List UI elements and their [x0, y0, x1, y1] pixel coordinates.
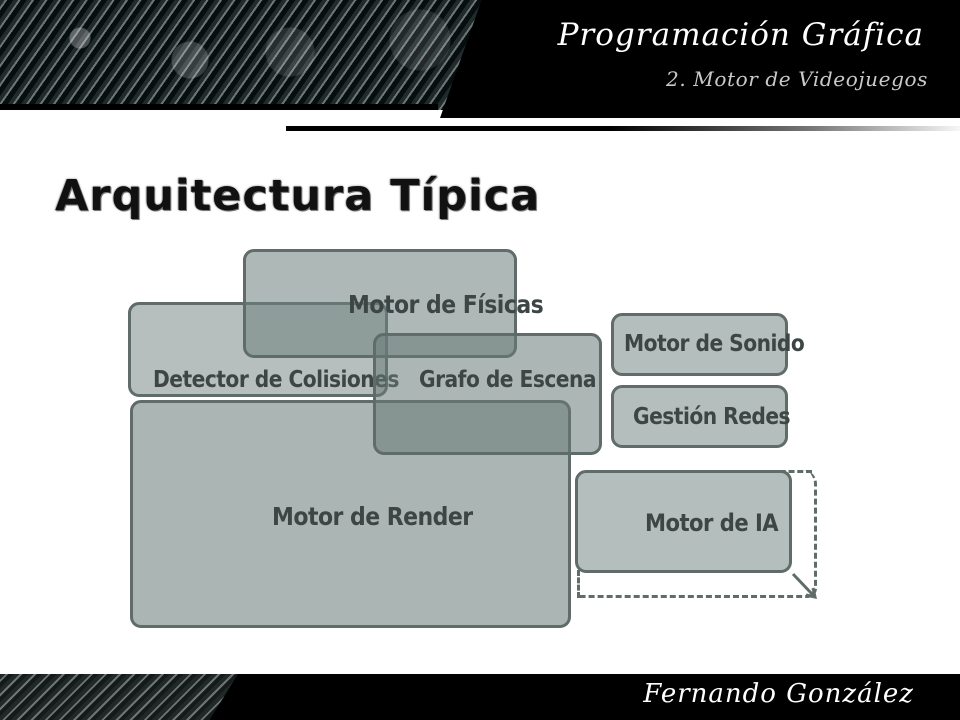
- ai-engine-label: Motor de IA: [645, 509, 779, 537]
- ai-arrow-icon: [791, 572, 817, 599]
- header-divider-bottom: [286, 126, 960, 131]
- header-divider-top: [0, 104, 438, 110]
- sound-engine-label: Motor de Sonido: [624, 331, 805, 357]
- slide-footer: [0, 674, 960, 720]
- scene-graph-module: Grafo de Escena: [373, 333, 602, 455]
- ai-dashed-outline: [577, 470, 817, 598]
- scene-graph-label: Grafo de Escena: [419, 367, 597, 393]
- network-management-module: Gestión Redes: [611, 385, 791, 448]
- header-textured-artwork: [0, 0, 535, 110]
- ai-dashed-left-edge: [577, 570, 580, 598]
- footer-textured-artwork: [0, 674, 238, 720]
- author-name: Fernando González: [643, 679, 914, 709]
- physics-engine-label: Motor de Físicas: [348, 290, 544, 319]
- network-management-label: Gestión Redes: [633, 404, 791, 430]
- slide-title: Arquitectura Típica: [55, 170, 541, 221]
- module-subtitle: 2. Motor de Videojuegos: [666, 67, 928, 91]
- slide-header: Programación Gráfica 2. Motor de Videoju…: [0, 0, 960, 140]
- collision-detector-label: Detector de Colisiones: [153, 367, 399, 393]
- header-title-panel: [440, 0, 960, 118]
- ai-engine-module: Motor de IA: [575, 470, 792, 573]
- sound-engine-module: Motor de Sonido: [611, 313, 805, 376]
- course-title: Programación Gráfica: [557, 17, 924, 53]
- render-engine-label: Motor de Render: [272, 502, 473, 531]
